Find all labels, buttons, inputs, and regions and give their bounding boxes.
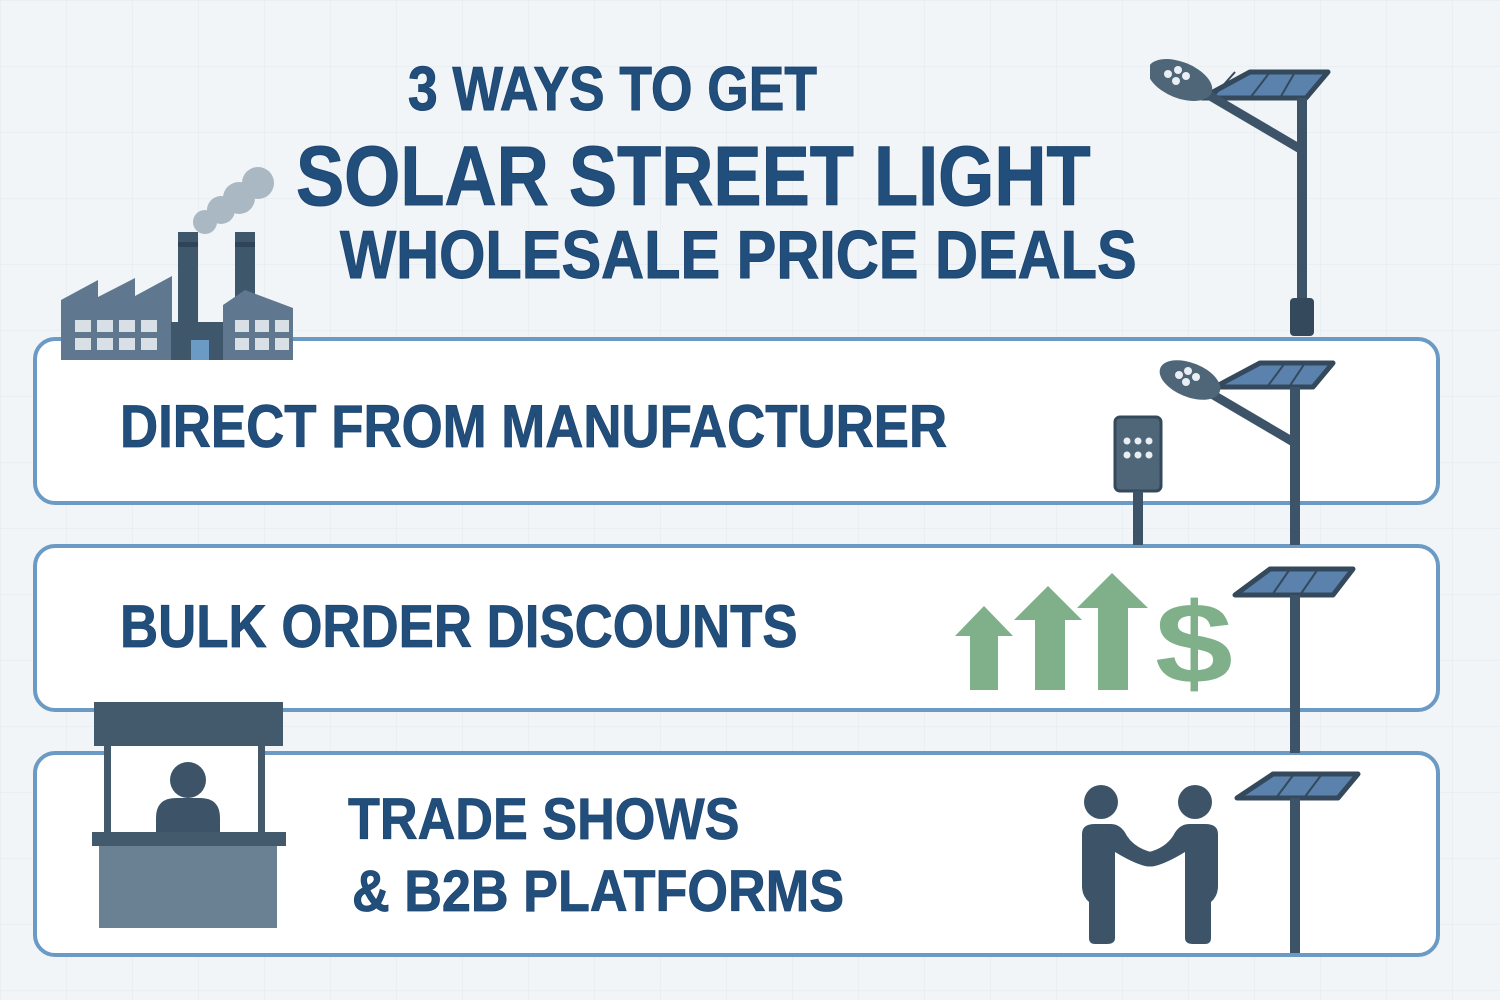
- svg-text:$: $: [1155, 580, 1233, 698]
- rising-arrows-dollar-icon: $: [955, 573, 1233, 698]
- smart-meter-icon: [1113, 415, 1163, 545]
- way-panel-bulk-order-discounts: [33, 544, 1440, 712]
- title-line-3: WHOLESALE PRICE DEALS: [340, 217, 1138, 294]
- trade-booth-icon: [92, 702, 286, 928]
- way-label-3-line-2: & B2B PLATFORMS: [352, 859, 845, 925]
- solar-street-light-icon: [1150, 59, 1331, 336]
- factory-icon: [61, 167, 293, 360]
- way-panel-direct-from-manufacturer: [33, 337, 1440, 505]
- way-label-1: DIRECT FROM MANUFACTURER: [120, 393, 948, 461]
- title-line-2: SOLAR STREET LIGHT: [296, 129, 1092, 224]
- way-label-2: BULK ORDER DISCOUNTS: [120, 593, 798, 661]
- solar-panel-pole-icon-2: [1234, 771, 1361, 953]
- handshake-icon: [1082, 785, 1218, 944]
- way-label-3-line-1: TRADE SHOWS: [348, 787, 740, 853]
- solar-panel-pole-icon: [1232, 566, 1356, 753]
- solar-street-light-icon-2: [1159, 360, 1336, 545]
- title-line-1: 3 WAYS TO GET: [408, 55, 818, 125]
